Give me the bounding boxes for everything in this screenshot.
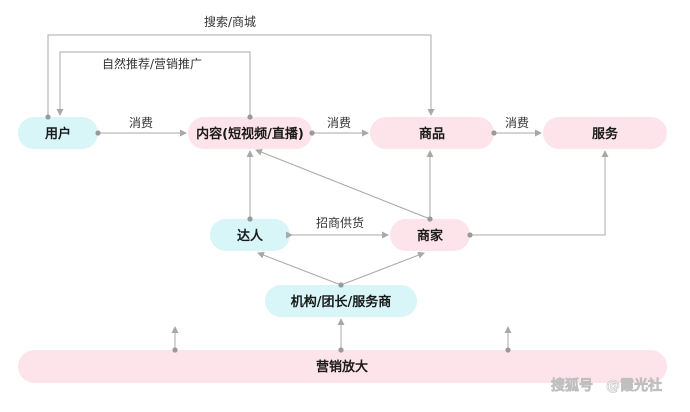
node-merchant-box (390, 219, 470, 251)
origin-dots (45, 114, 511, 353)
edge-search (47, 34, 435, 117)
node-user-box (18, 117, 98, 149)
node-marketing-label: 营销放大 (316, 359, 368, 375)
node-user-label: 用户 (44, 126, 71, 142)
node-agency-label: 机构/团长/服务商 (291, 294, 392, 310)
edge-recommend-label: 自然推荐/营销推广 (102, 56, 202, 71)
node-goods-box (370, 117, 494, 149)
edge-consume-label-3: 消费 (505, 116, 529, 130)
edge-consume-label-2: 消费 (327, 116, 351, 130)
edge-agency-influencer (257, 251, 342, 286)
node-agency-box (265, 285, 417, 317)
node-marketing-box (18, 350, 667, 383)
node-influencer-box (210, 219, 290, 251)
edge-agency-merchant (340, 251, 425, 286)
edge-search-label: 搜索/商城 (204, 14, 256, 29)
watermark-brand: 搜狐号 (551, 377, 593, 394)
edge-supply-label: 招商供货 (316, 215, 364, 230)
node-goods-label: 商品 (419, 126, 445, 142)
node-merchant-label: 商家 (417, 228, 444, 244)
node-content-box (188, 117, 312, 149)
edge-merchant-service (470, 150, 609, 236)
edge-merchant-content (255, 148, 431, 220)
node-service-box (543, 117, 667, 149)
node-content-label: 内容(短视频/直播) (196, 126, 304, 142)
edge-recommend (56, 51, 251, 117)
node-service-label: 服务 (592, 126, 619, 142)
edge-consume-label-1: 消费 (129, 116, 153, 130)
node-influencer-label: 达人 (237, 228, 264, 244)
watermark-author: @霞光社 (606, 377, 662, 394)
